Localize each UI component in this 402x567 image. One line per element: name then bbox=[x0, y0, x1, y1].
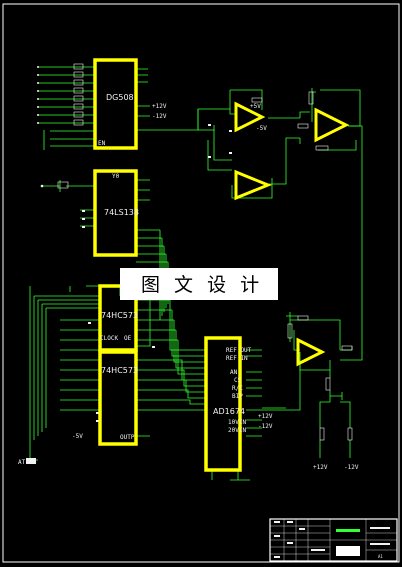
pin-adc-rc: R/C bbox=[232, 385, 243, 392]
pin-mux-minus12: -12V bbox=[152, 113, 167, 120]
pin-adc-cs: CS bbox=[234, 377, 242, 384]
pin-adc-plus12: +12V bbox=[258, 413, 273, 420]
chip-latch-lower: 74HC573 OUTP -5V bbox=[72, 350, 138, 446]
chip-latch-upper: 74HC573 CLOCK OE bbox=[98, 284, 138, 352]
pin-adc-minus12: -12V bbox=[258, 423, 273, 430]
chip-decoder-label: 74LS138 bbox=[104, 208, 139, 217]
pin-adc-refout: REF OUT bbox=[226, 347, 252, 354]
supply-plus-label: +12V bbox=[313, 464, 328, 471]
supply-minus-label: -12V bbox=[344, 464, 359, 471]
pin-adc-20vin: 20VIN bbox=[228, 427, 246, 434]
title-block: A1 bbox=[269, 518, 398, 562]
pin-adc-an: AN bbox=[230, 369, 238, 376]
component-markers bbox=[82, 124, 232, 422]
chip-adc-label: AD1674 bbox=[213, 407, 245, 416]
op-amp-buffer-1 bbox=[234, 101, 266, 133]
pin-adc-refin: REF IN bbox=[226, 355, 248, 362]
pin-adc-10vin: 10VIN bbox=[228, 419, 246, 426]
pin-latch-minus5: -5V bbox=[72, 433, 83, 440]
chip-mux-label: DG508 bbox=[106, 93, 134, 102]
op-amp-reference bbox=[296, 337, 326, 367]
watermark-text: 图 文 设 计 bbox=[141, 274, 263, 296]
chip-mux: DG508 EN +12V -12V bbox=[93, 58, 167, 150]
resistor-array bbox=[57, 63, 353, 441]
watermark-box bbox=[120, 268, 278, 300]
drawing-frame bbox=[2, 3, 400, 563]
chip-latch-lower-label: 74HC573 bbox=[101, 366, 138, 375]
wire-network bbox=[29, 66, 363, 481]
pin-latch-oe-upper: OE bbox=[124, 335, 132, 342]
chip-adc: AD1674 REF OUT REF IN AN CS R/C BIP 10VI… bbox=[204, 336, 273, 472]
chip-latch-upper-label: 74HC573 bbox=[101, 311, 138, 320]
corner-terminal bbox=[26, 458, 36, 464]
pin-mux-en: EN bbox=[98, 140, 106, 147]
pin-opamp-minus5: -5V bbox=[256, 125, 267, 132]
op-amps bbox=[234, 101, 350, 367]
input-terminals bbox=[37, 66, 44, 188]
title-block-sheet: A1 bbox=[378, 554, 383, 559]
pin-mux-plus12: +12V bbox=[152, 103, 167, 110]
pin-decoder-out: Y0 bbox=[112, 173, 120, 180]
chip-decoder: 74LS138 Y0 bbox=[93, 169, 139, 257]
pin-adc-bip: BIP bbox=[232, 393, 243, 400]
corner-label: AT bbox=[18, 459, 26, 466]
pin-latch-clock: CLOCK bbox=[100, 335, 118, 342]
pin-latch-outp: OUTP bbox=[120, 434, 135, 441]
pin-opamp-plus5: +5V bbox=[250, 103, 261, 110]
op-amp-buffer-2 bbox=[234, 169, 272, 201]
op-amp-diff bbox=[314, 107, 350, 143]
